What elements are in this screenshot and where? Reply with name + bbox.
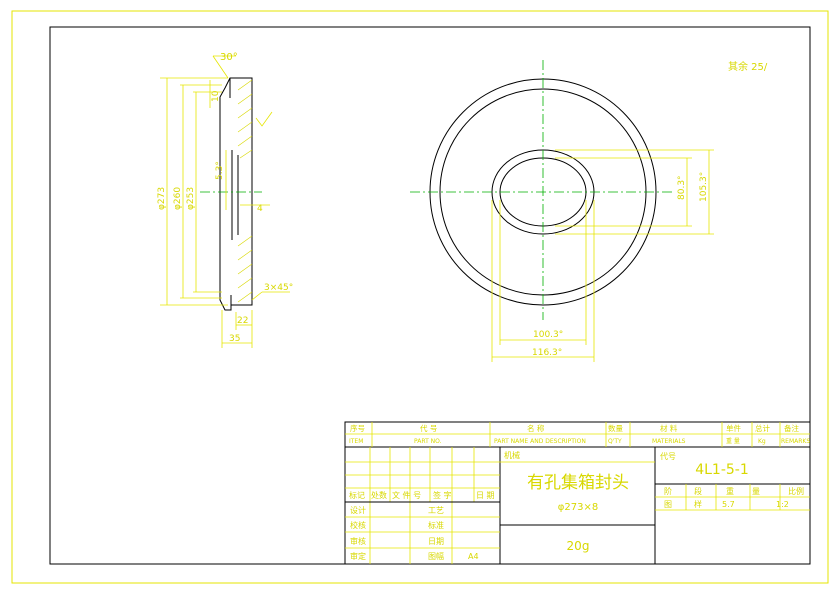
scale-hdr-1: 段	[694, 486, 702, 496]
code-label: 代号	[660, 451, 676, 461]
chamfer-label: 3×45°	[264, 283, 293, 293]
label-sign: 签 字	[433, 490, 452, 500]
hdr-cn-material: 材 料	[660, 423, 678, 433]
scale-row-3: 1:2	[776, 500, 789, 509]
hdr-cn-name: 名 称	[527, 423, 545, 433]
sheet-size: A4	[468, 552, 479, 561]
front-view: 100.3° 116.3° 80.3° 105.3°	[410, 60, 714, 362]
side-view: 30° φ273 φ260 φ253 10 5.3° 4 3×45° 22 35	[157, 52, 293, 348]
scale-row-2: 5.7	[722, 500, 735, 509]
hdr-cn-total: 总计	[755, 423, 770, 433]
hdr-en-material: MATERIALS	[652, 438, 686, 445]
hole-center-label: 5.3°	[215, 161, 225, 180]
scale-hdr-2: 重	[726, 486, 734, 496]
hdr-en-qty: Q'TY	[608, 438, 622, 445]
role-sheet: 图幅	[428, 551, 444, 561]
hdr-en-item: ITEM	[349, 438, 363, 445]
scale-hdr-0: 阶	[664, 486, 672, 496]
part-weight: 20g	[567, 539, 590, 553]
code-value: 4L1-5-1	[695, 462, 749, 478]
role-review: 审核	[350, 536, 366, 546]
role-process: 工艺	[428, 506, 444, 515]
dia-260-label: φ260	[173, 187, 183, 210]
hdr-cn-item: 序号	[350, 423, 365, 433]
role-check: 校核	[350, 520, 366, 530]
hdr-cn-qty: 数量	[608, 423, 623, 433]
hole-w-inner-label: 100.3°	[533, 330, 563, 340]
dia-273-label: φ273	[157, 187, 167, 210]
scale-hdr-3: 量	[752, 487, 760, 496]
role-approve: 审定	[350, 551, 366, 561]
outer-frame	[11, 10, 829, 584]
bureau-label: 机械	[504, 450, 520, 460]
hole-h-inner-label: 80.3°	[677, 175, 687, 200]
scale-row-0: 图	[664, 500, 672, 509]
hdr-en-partno: PART NO.	[414, 438, 442, 445]
hdr-en-kg: Kg	[758, 438, 766, 445]
label-file: 文 件 号	[392, 490, 421, 500]
title-block: 序号 代 号 名 称 数量 材 料 单件 总计 备注 ITEM PART NO.…	[344, 421, 811, 565]
scale-hdr-4: 比例	[788, 486, 804, 496]
role-date: 日期	[428, 537, 444, 546]
depth-4-label: 4	[257, 204, 263, 214]
hdr-cn-remark: 备注	[784, 423, 799, 433]
hole-h-outer-label: 105.3°	[699, 172, 709, 202]
hdr-cn-unit: 单件	[726, 423, 741, 433]
label-count: 处数	[371, 490, 387, 500]
part-spec: φ273×8	[558, 502, 598, 513]
role-design: 设计	[350, 505, 366, 515]
width-35-label: 35	[229, 334, 240, 344]
hdr-en-name: PART NAME AND DESCRIPTION	[494, 438, 586, 445]
hdr-en-remark: REMARKS	[781, 438, 810, 445]
angle-30-label: 30°	[220, 52, 238, 63]
hdr-cn-partno: 代 号	[420, 423, 437, 433]
width-22-label: 22	[237, 316, 248, 326]
label-mark: 标记	[349, 490, 365, 500]
role-standard: 标准	[428, 520, 444, 530]
label-date: 日 期	[476, 491, 495, 500]
surface-finish-note: 其余 25/	[728, 60, 768, 73]
hdr-en-unit: 重 量	[726, 437, 740, 445]
dia-253-label: φ253	[186, 187, 196, 210]
part-name: 有孔集箱封头	[527, 473, 629, 493]
hole-w-outer-label: 116.3°	[532, 348, 562, 358]
scale-row-1: 样	[694, 499, 702, 509]
thickness-10-label: 10	[211, 90, 221, 102]
